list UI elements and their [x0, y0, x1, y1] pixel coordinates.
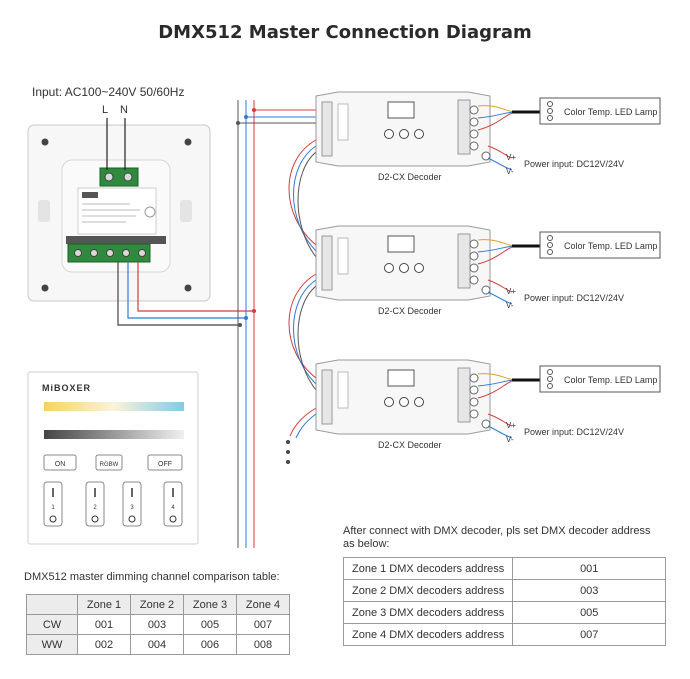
on-button-label: ON [55, 461, 66, 468]
header-cell: Zone 2 [130, 594, 184, 615]
zone-3-label: 3 [130, 505, 134, 511]
zone-2-label: 2 [93, 505, 97, 511]
address-table: Zone 1 DMX decoders address 001 Zone 2 D… [342, 557, 667, 646]
input-label: Input: AC100~240V 50/60Hz [32, 85, 184, 99]
address-cell: 003 [512, 579, 667, 602]
master-table-caption: DMX512 master dimming channel comparison… [24, 571, 280, 583]
vplus-3: V+ [506, 421, 516, 430]
row-label: WW [26, 634, 78, 655]
master-channel-table: Zone 1 Zone 2 Zone 3 Zone 4 CW 001 003 0… [26, 594, 290, 655]
table-row: Zone 4 DMX decoders address 007 [342, 623, 667, 646]
table-row: WW 002 004 006 008 [26, 634, 290, 655]
address-cell: 005 [512, 601, 667, 624]
vminus-1: V- [506, 167, 514, 176]
power-input-1: Power input: DC12V/24V [524, 159, 624, 169]
dimming-slider [44, 430, 184, 439]
terminal-l-label: L [102, 104, 108, 116]
lamp-1-label: Color Temp. LED Lamp [564, 107, 657, 117]
channel-cell: 005 [183, 614, 237, 635]
channel-cell: 008 [236, 634, 290, 655]
panel-brand: MiBOXER [42, 383, 91, 393]
vplus-2: V+ [506, 287, 516, 296]
zone-cell: Zone 2 DMX decoders address [342, 579, 514, 602]
power-input-3: Power input: DC12V/24V [524, 427, 624, 437]
decoder-3: D2-CX Decoder [315, 359, 491, 450]
scene-button-label: RGBW [100, 462, 119, 468]
decoder-1: D2-CX Decoder [315, 91, 491, 182]
master-panel-front: MiBOXER ON RGBW OFF 1 2 3 [27, 371, 199, 545]
zone-cell: Zone 4 DMX decoders address [342, 623, 514, 646]
lamp-2: Color Temp. LED Lamp [539, 231, 661, 259]
channel-cell: 003 [130, 614, 184, 635]
decoder-3-label: D2-CX Decoder [378, 440, 442, 450]
table-row: CW 001 003 005 007 [26, 614, 290, 635]
row-label: CW [26, 614, 78, 635]
header-cell [26, 594, 78, 615]
lamp-1: Color Temp. LED Lamp [539, 97, 661, 125]
table-row: Zone 1 DMX decoders address 001 [342, 557, 667, 580]
channel-cell: 004 [130, 634, 184, 655]
vminus-3: V- [506, 435, 514, 444]
master-controller-back [27, 124, 211, 302]
decoder-2-label: D2-CX Decoder [378, 306, 442, 316]
channel-cell: 002 [77, 634, 131, 655]
table-row: Zone 3 DMX decoders address 005 [342, 601, 667, 624]
table-row: Zone 2 DMX decoders address 003 [342, 579, 667, 602]
channel-cell: 001 [77, 614, 131, 635]
zone-cell: Zone 1 DMX decoders address [342, 557, 514, 580]
decoder-2: D2-CX Decoder [315, 225, 491, 316]
zone-cell: Zone 3 DMX decoders address [342, 601, 514, 624]
power-input-2: Power input: DC12V/24V [524, 293, 624, 303]
address-note: After connect with DMX decoder, pls set … [343, 525, 651, 550]
channel-cell: 006 [183, 634, 237, 655]
decoder-1-label: D2-CX Decoder [378, 172, 442, 182]
vminus-2: V- [506, 301, 514, 310]
header-cell: Zone 4 [236, 594, 290, 615]
lamp-3-label: Color Temp. LED Lamp [564, 375, 657, 385]
terminal-n-label: N [120, 104, 128, 116]
table-header-row: Zone 1 Zone 2 Zone 3 Zone 4 [26, 594, 290, 615]
vplus-1: V+ [506, 153, 516, 162]
header-cell: Zone 1 [77, 594, 131, 615]
off-button-label: OFF [158, 461, 172, 468]
address-cell: 001 [512, 557, 667, 580]
zone-4-label: 4 [171, 505, 175, 511]
address-cell: 007 [512, 623, 667, 646]
cct-slider [44, 402, 184, 411]
channel-cell: 007 [236, 614, 290, 635]
lamp-2-label: Color Temp. LED Lamp [564, 241, 657, 251]
zone-1-label: 1 [51, 505, 55, 511]
header-cell: Zone 3 [183, 594, 237, 615]
lamp-3: Color Temp. LED Lamp [539, 365, 661, 393]
diagram-title: DMX512 Master Connection Diagram [158, 22, 532, 43]
